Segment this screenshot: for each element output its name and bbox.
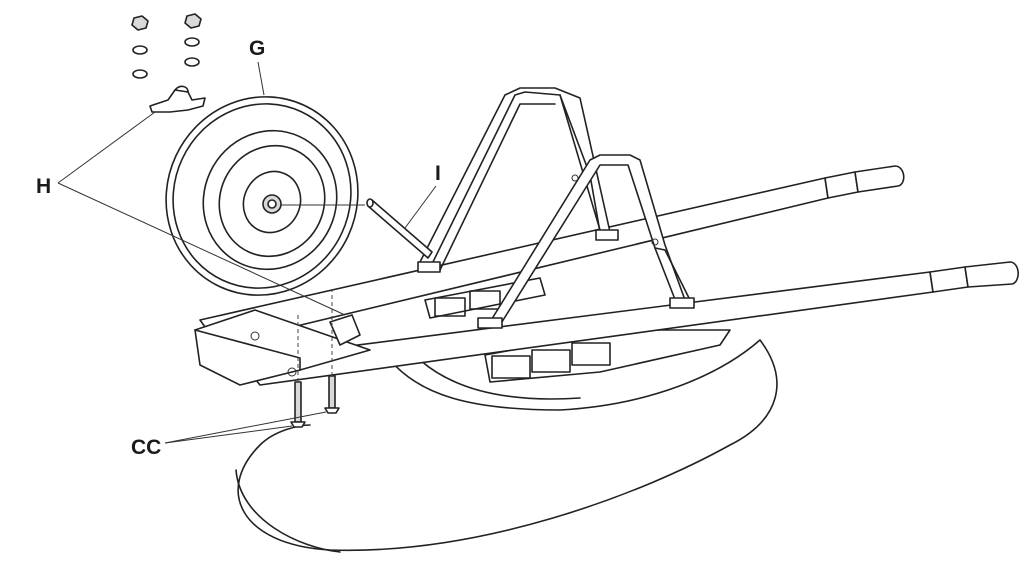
- front-crossmember: [194, 309, 371, 386]
- label-cc: CC: [131, 436, 161, 459]
- wheel-g: [165, 96, 365, 296]
- axle-i: [366, 198, 433, 259]
- bearing-brackets: [149, 85, 361, 346]
- tray-outline: [235, 339, 778, 553]
- handle-back: [199, 165, 905, 346]
- leader-lines: [57, 61, 437, 444]
- label-i: I: [435, 162, 441, 185]
- handle-front: [239, 261, 1019, 386]
- hardware-nuts-washers: [131, 13, 202, 79]
- label-g: G: [249, 37, 265, 60]
- leg-stand-front: [477, 154, 695, 329]
- leg-stand-rear: [417, 87, 619, 273]
- label-h: H: [36, 175, 51, 198]
- bolts-cc: [290, 290, 340, 428]
